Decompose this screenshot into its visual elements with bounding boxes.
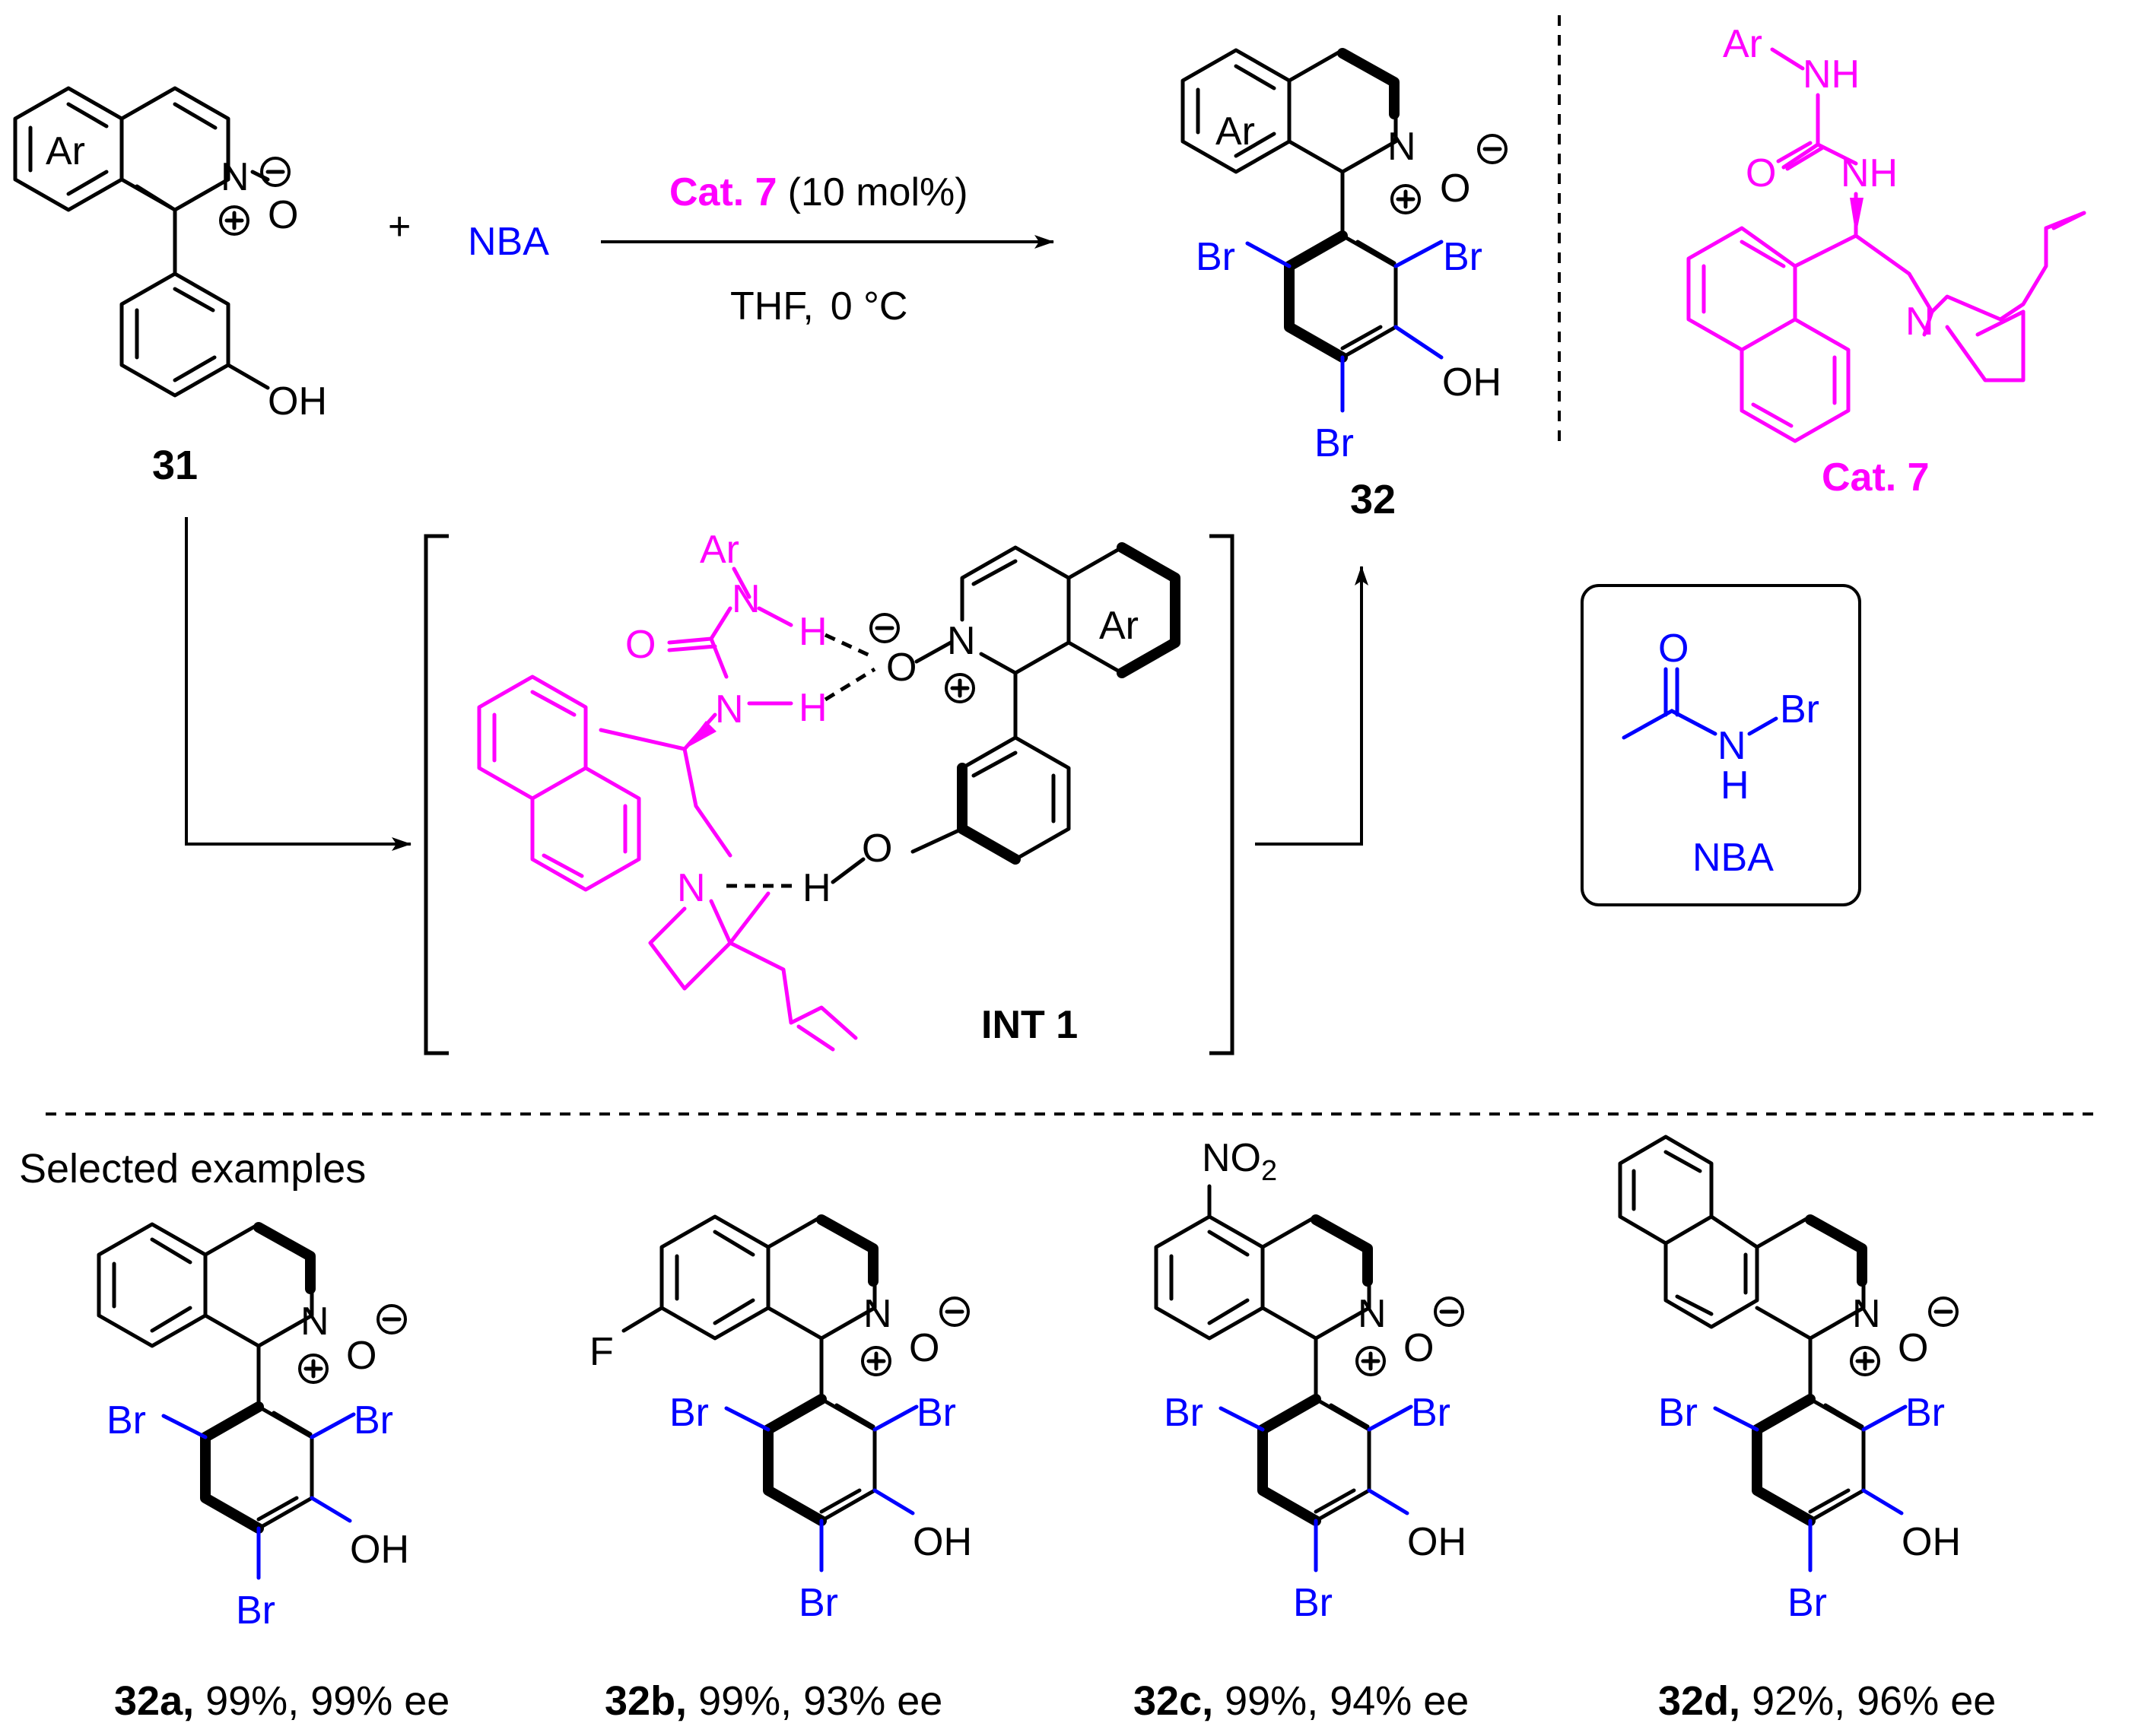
br-atom: Br — [1164, 1391, 1203, 1435]
br-atom: Br — [1780, 687, 1819, 732]
example-caption: 32b, 99%, 93% ee — [605, 1678, 942, 1724]
br-atom: Br — [1196, 235, 1235, 279]
minus-charge-icon — [1434, 1296, 1464, 1327]
n-atom: N — [732, 577, 761, 621]
br-atom: Br — [106, 1398, 146, 1442]
example-32a: N O Br Br OH Br 32a, 99%, 99% ee — [97, 1222, 450, 1724]
product-label: 32 — [1350, 477, 1396, 522]
nh-group: NH — [1841, 151, 1898, 195]
n-atom: N — [1387, 125, 1416, 169]
oh-group: OH — [350, 1528, 409, 1572]
br-atom: Br — [1787, 1581, 1827, 1625]
ar-label: Ar — [1215, 109, 1255, 154]
oh-group: OH — [268, 379, 327, 424]
oh-group: OH — [913, 1520, 972, 1564]
plus-charge-icon — [1355, 1346, 1386, 1376]
example-32c: NO2 N O Br Br OH Br 32c, 99%, 94% ee — [1133, 1136, 1469, 1724]
ar-label: Ar — [46, 129, 85, 173]
catalyst-label: Cat. 7 — [1822, 455, 1930, 500]
o-atom: O — [1403, 1326, 1434, 1370]
minus-charge-icon — [869, 613, 900, 643]
reaction-arrow: Cat. 7(10 mol%) THF,0 °C — [601, 170, 1054, 328]
example-32d: N O Br Br OH Br 32d, 92%, 96% ee — [1618, 1135, 1996, 1724]
ar-label: Ar — [700, 528, 739, 572]
minus-charge-icon — [377, 1304, 407, 1335]
example-caption: 32c, 99%, 94% ee — [1133, 1678, 1469, 1724]
br-atom: Br — [1411, 1391, 1450, 1435]
minus-charge-icon — [1477, 134, 1508, 164]
n-atom: N — [715, 687, 744, 732]
n-atom: N — [1905, 300, 1934, 344]
minus-charge-icon — [1928, 1296, 1959, 1327]
n-atom: N — [300, 1300, 329, 1344]
f-atom: F — [589, 1330, 614, 1374]
br-atom: Br — [354, 1398, 393, 1442]
h-atom: H — [1721, 763, 1749, 808]
examples-heading: Selected examples — [19, 1146, 366, 1192]
br-atom: Br — [1905, 1391, 1945, 1435]
plus-sign: + — [388, 205, 411, 249]
reagent-nba: NBA — [468, 220, 549, 264]
o-atom: O — [909, 1326, 939, 1370]
nba-label: NBA — [1692, 836, 1774, 880]
reactant-31: Ar N O OH 31 — [13, 86, 327, 488]
oh-group: OH — [1902, 1520, 1961, 1564]
example-caption: 32a, 99%, 99% ee — [114, 1678, 450, 1724]
minus-charge-icon — [939, 1296, 970, 1327]
n-atom: N — [863, 1292, 892, 1336]
br-atom: Br — [917, 1391, 956, 1435]
br-atom: Br — [1314, 421, 1354, 465]
o-atom: O — [1658, 627, 1689, 671]
solvent-condition: THF,0 °C — [730, 284, 907, 328]
plus-charge-icon — [1390, 184, 1421, 214]
ar-label: Ar — [1099, 604, 1139, 648]
plus-charge-icon — [1850, 1346, 1880, 1376]
br-atom: Br — [1658, 1391, 1698, 1435]
ar-label: Ar — [1723, 22, 1762, 66]
nba-structure-box: O N H Br NBA — [1581, 584, 1861, 906]
nitro-group: NO2 — [1202, 1136, 1277, 1187]
n-atom: N — [221, 155, 249, 199]
intermediate-label: INT 1 — [981, 1003, 1078, 1047]
o-atom: O — [268, 193, 298, 237]
o-atom: O — [1746, 151, 1776, 195]
plus-charge-icon — [861, 1346, 891, 1376]
n-atom: N — [947, 619, 976, 663]
h-atom: H — [799, 610, 828, 654]
n-atom: N — [677, 866, 706, 910]
o-atom: O — [346, 1334, 377, 1378]
example-32b: F N O Br Br OH Br 32b, 99%, 93% ee — [589, 1214, 972, 1724]
h-atom: H — [802, 866, 831, 910]
br-atom: Br — [1293, 1581, 1333, 1625]
br-atom: Br — [669, 1391, 709, 1435]
br-atom: Br — [1443, 235, 1482, 279]
n-atom: N — [1717, 724, 1746, 768]
example-caption: 32d, 92%, 96% ee — [1658, 1678, 1996, 1724]
o-atom: O — [625, 623, 656, 667]
catalyst-7: Ar NH O NH N Cat. 7 — [1686, 22, 2086, 500]
o-atom: O — [862, 827, 892, 871]
nh-group: NH — [1803, 52, 1860, 97]
plus-charge-icon — [219, 205, 249, 236]
plus-charge-icon — [298, 1354, 329, 1384]
reactant-label: 31 — [152, 443, 198, 488]
product-32: Ar N O Br Br OH Br 32 — [1180, 48, 1508, 522]
o-atom: O — [886, 646, 917, 690]
minus-charge-icon — [260, 157, 291, 187]
plus-charge-icon — [945, 673, 975, 703]
br-atom: Br — [799, 1581, 838, 1625]
h-atom: H — [799, 686, 828, 730]
oh-group: OH — [1407, 1520, 1466, 1564]
catalyst-condition: Cat. 7(10 mol%) — [669, 170, 968, 214]
br-atom: Br — [236, 1588, 275, 1633]
n-atom: N — [1852, 1292, 1881, 1336]
n-atom: N — [1358, 1292, 1387, 1336]
oh-group: OH — [1442, 360, 1501, 405]
o-atom: O — [1440, 167, 1470, 211]
o-atom: O — [1898, 1326, 1928, 1370]
intermediate-int1: Ar N H O N H N INT 1 H O O N — [185, 517, 1368, 1055]
